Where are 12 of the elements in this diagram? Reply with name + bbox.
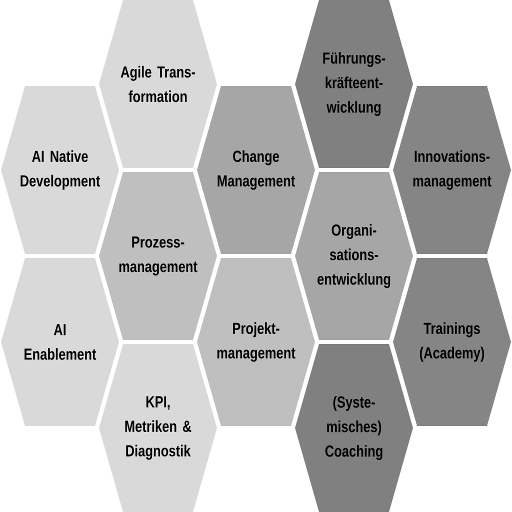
hexagon-tile: Agile Trans- formation bbox=[99, 0, 217, 168]
hexagon-tile: Innovations- management bbox=[393, 86, 511, 254]
hexagon-tile: KPI, Metriken & Diagnostik bbox=[99, 344, 217, 512]
hexagon-tile: AI Enablement bbox=[1, 258, 119, 426]
hexagon-tile: Trainings (Academy) bbox=[393, 258, 511, 426]
hexagon-tile: Projekt- management bbox=[197, 258, 315, 426]
hexagon-tile: Organi- sations- entwicklung bbox=[295, 172, 413, 340]
hexagon-tile: Führungs- kräfteent- wicklung bbox=[295, 0, 413, 168]
hexagon-tile: Change Management bbox=[197, 86, 315, 254]
hexagon-tile: Prozess- management bbox=[99, 172, 217, 340]
hexagon-tile: AI Native Development bbox=[1, 86, 119, 254]
hexagon-tile: (Syste- misches) Coaching bbox=[295, 344, 413, 512]
